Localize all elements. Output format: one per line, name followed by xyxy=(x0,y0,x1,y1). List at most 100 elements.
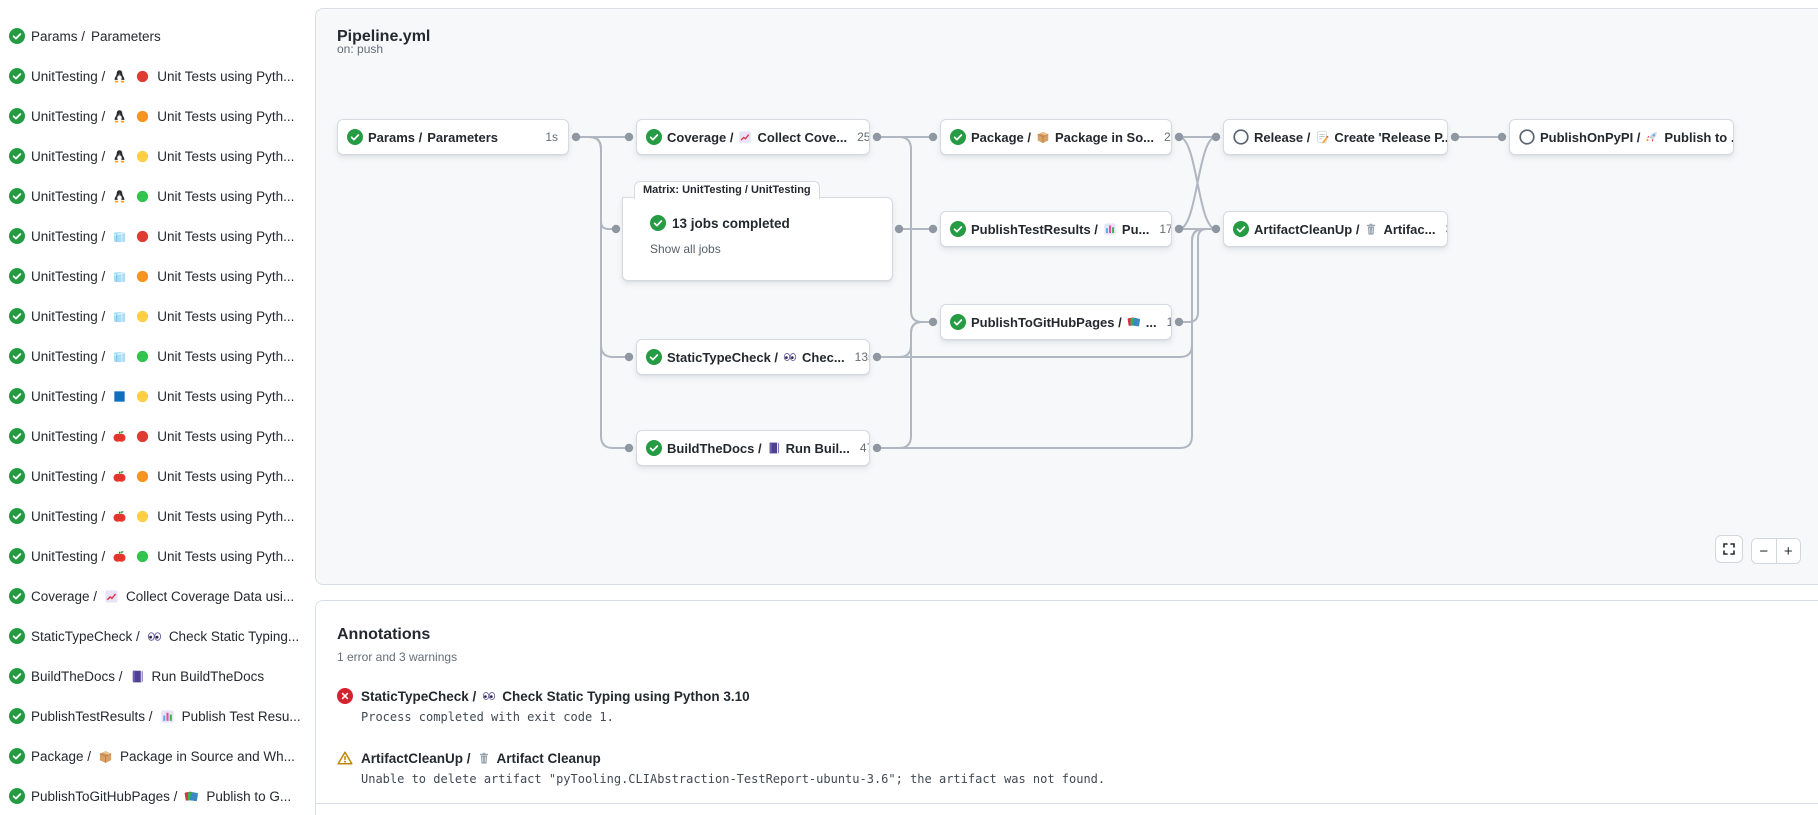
job-group-label: UnitTesting / xyxy=(31,308,106,324)
status-success-icon xyxy=(9,508,25,524)
status-success-icon xyxy=(9,148,25,164)
dot-yellow-icon xyxy=(135,149,150,164)
eyes-icon xyxy=(783,350,797,364)
sidebar-job-item[interactable]: BuildTheDocs / Run BuildTheDocs xyxy=(9,668,310,684)
sidebar-job-item[interactable]: StaticTypeCheck / Check Static Typing... xyxy=(9,628,310,644)
job-label: Unit Tests using Pyth... xyxy=(157,388,295,404)
sidebar-job-item[interactable]: PublishToGitHubPages / Publish to G... xyxy=(9,788,310,804)
workflow-graph-card xyxy=(315,8,1818,585)
sidebar-job-item[interactable]: UnitTesting / Unit Tests using Pyth... xyxy=(9,548,310,564)
node-group-label: PublishTestResults / xyxy=(971,221,1098,237)
sidebar-job-item[interactable]: PublishTestResults / Publish Test Resu..… xyxy=(9,708,310,724)
node-duration: 47s xyxy=(859,441,869,455)
apple-icon xyxy=(112,429,127,444)
chart-up-icon xyxy=(738,130,752,144)
sidebar-job-item[interactable]: UnitTesting / Unit Tests using Pyth... xyxy=(9,428,310,444)
status-success-icon xyxy=(9,588,25,604)
node-label: Chec... xyxy=(802,349,845,365)
graph-node-publishtogithubpages[interactable]: PublishToGitHubPages / ... 13s xyxy=(940,304,1172,340)
status-success-icon xyxy=(9,468,25,484)
sidebar-job-item[interactable]: UnitTesting / Unit Tests using Pyth... xyxy=(9,68,310,84)
eyes-icon xyxy=(482,689,496,703)
matrix-node[interactable]: 13 jobs completed Show all jobs xyxy=(622,197,893,281)
dot-yellow-icon xyxy=(135,509,150,524)
apple-icon xyxy=(112,509,127,524)
node-group-label: Params / xyxy=(368,129,423,145)
graph-node-coverage[interactable]: Coverage / Collect Cove... 25s xyxy=(636,119,870,155)
sidebar-job-item[interactable]: UnitTesting / Unit Tests using Pyth... xyxy=(9,308,310,324)
sidebar-job-item[interactable]: Package / Package in Source and Wh... xyxy=(9,748,310,764)
node-group-label: BuildTheDocs / xyxy=(667,440,762,456)
job-label: Publish to G... xyxy=(206,788,292,804)
graph-node-release[interactable]: Release / Create 'Release P... xyxy=(1223,119,1448,155)
ice-cube-icon xyxy=(112,309,127,324)
fullscreen-button[interactable] xyxy=(1715,535,1743,563)
status-skipped-icon xyxy=(1233,129,1249,145)
job-label: Unit Tests using Pyth... xyxy=(157,308,295,324)
trash-icon xyxy=(477,751,491,765)
graph-node-buildthedocs[interactable]: BuildTheDocs / Run Buil... 47s xyxy=(636,430,870,466)
annotations-list: StaticTypeCheck / Check Static Typing us… xyxy=(337,688,1818,786)
sidebar-job-item[interactable]: UnitTesting / Unit Tests using Pyth... xyxy=(9,108,310,124)
annotation-title-link[interactable]: ArtifactCleanUp / Artifact Cleanup xyxy=(337,750,1818,766)
job-label: Unit Tests using Pyth... xyxy=(157,228,295,244)
fullscreen-icon xyxy=(1721,541,1737,557)
dot-orange-icon xyxy=(135,109,150,124)
sidebar-job-item[interactable]: UnitTesting / Unit Tests using Pyth... xyxy=(9,508,310,524)
sidebar-job-item[interactable]: UnitTesting / Unit Tests using Pyth... xyxy=(9,348,310,364)
annotation-title-link[interactable]: StaticTypeCheck / Check Static Typing us… xyxy=(337,688,1818,704)
bar-chart-icon xyxy=(1103,222,1117,236)
linux-icon xyxy=(112,149,127,164)
node-duration: 17s xyxy=(1159,222,1171,236)
job-list-sidebar: Params / Parameters UnitTesting / Unit T… xyxy=(0,0,310,815)
job-label: Package in Source and Wh... xyxy=(120,748,295,764)
graph-node-publishtestresults[interactable]: PublishTestResults / Pu... 17s xyxy=(940,211,1172,247)
node-label: Run Buil... xyxy=(785,440,850,456)
job-label: Unit Tests using Pyth... xyxy=(157,68,295,84)
node-group-label: PublishToGitHubPages / xyxy=(971,314,1122,330)
job-group-label: UnitTesting / xyxy=(31,468,106,484)
job-group-label: BuildTheDocs / xyxy=(31,668,123,684)
book-icon xyxy=(767,441,781,455)
graph-node-statictypecheck[interactable]: StaticTypeCheck / Chec... 13s xyxy=(636,339,870,375)
annotations-title: Annotations xyxy=(337,626,431,643)
status-success-icon xyxy=(9,308,25,324)
sidebar-job-item[interactable]: Coverage / Collect Coverage Data usi... xyxy=(9,588,310,604)
sidebar-job-item[interactable]: UnitTesting / Unit Tests using Pyth... xyxy=(9,188,310,204)
sidebar-job-item[interactable]: UnitTesting / Unit Tests using Pyth... xyxy=(9,148,310,164)
job-group-label: PublishTestResults / xyxy=(31,708,153,724)
node-group-label: ArtifactCleanUp / xyxy=(1254,221,1360,237)
job-group-label: Coverage / xyxy=(31,588,98,604)
job-label: Check Static Typing... xyxy=(168,628,300,644)
book-icon xyxy=(130,669,145,684)
sidebar-job-item[interactable]: UnitTesting / Unit Tests using Pyth... xyxy=(9,228,310,244)
zoom-in-button[interactable]: + xyxy=(1776,539,1800,563)
dot-green-icon xyxy=(135,549,150,564)
sidebar-job-item[interactable]: UnitTesting / Unit Tests using Pyth... xyxy=(9,388,310,404)
dot-yellow-icon xyxy=(135,389,150,404)
graph-node-publishonpypi[interactable]: PublishOnPyPI / Publish to ... xyxy=(1509,119,1734,155)
windows-icon xyxy=(112,389,127,404)
node-duration: 25s xyxy=(1164,130,1171,144)
sidebar-job-item[interactable]: UnitTesting / Unit Tests using Pyth... xyxy=(9,268,310,284)
eyes-icon xyxy=(147,629,162,644)
sidebar-job-item[interactable]: UnitTesting / Unit Tests using Pyth... xyxy=(9,468,310,484)
zoom-out-button[interactable]: − xyxy=(1752,539,1777,563)
node-label: Parameters xyxy=(427,129,499,145)
status-success-icon xyxy=(9,788,25,804)
job-group-label: UnitTesting / xyxy=(31,148,106,164)
job-label: Collect Coverage Data usi... xyxy=(126,588,295,604)
graph-node-params[interactable]: Params / Parameters 1s xyxy=(337,119,569,155)
sidebar-job-item[interactable]: Params / Parameters xyxy=(9,28,310,44)
graph-node-artifactcleanup[interactable]: ArtifactCleanUp / Artifac... 3s xyxy=(1223,211,1448,247)
node-label: Package in So... xyxy=(1055,129,1154,145)
annotation-item: ArtifactCleanUp / Artifact Cleanup Unabl… xyxy=(337,750,1818,786)
node-label: Pu... xyxy=(1121,221,1150,237)
graph-node-package[interactable]: Package / Package in So... 25s xyxy=(940,119,1172,155)
node-label: Publish to ... xyxy=(1664,129,1734,145)
status-success-icon xyxy=(9,748,25,764)
job-label: Unit Tests using Pyth... xyxy=(157,268,295,284)
show-all-jobs-link[interactable]: Show all jobs xyxy=(650,242,721,256)
job-label: Run BuildTheDocs xyxy=(151,668,265,684)
dot-red-icon xyxy=(135,429,150,444)
